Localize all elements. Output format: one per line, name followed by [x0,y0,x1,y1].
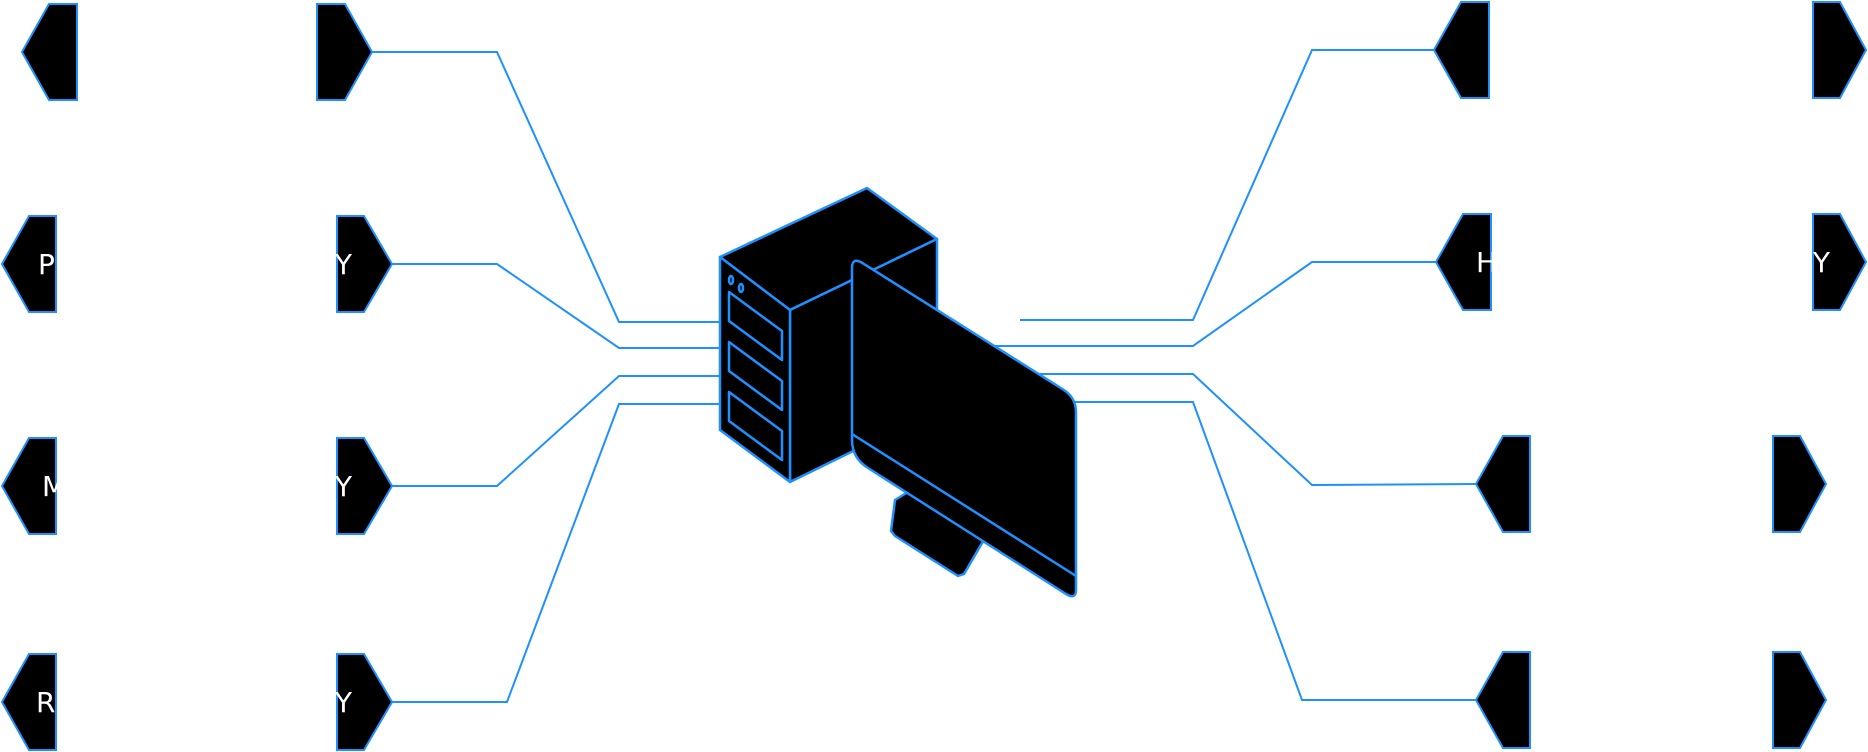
connector-left-4 [392,403,720,703]
node-right-cap [1772,651,1828,749]
node-left-cap [1432,1,1490,99]
drive-bay [727,340,784,412]
node-left-cap [20,3,78,101]
node-left-cap [1474,651,1531,749]
node-right-cap [1812,213,1868,311]
power-led-icon [727,274,735,286]
monitor-bezel [851,432,1077,578]
node-label-end: Y [334,470,353,503]
node-right-cap [1772,435,1828,533]
node-label-start: H [1476,246,1497,279]
connector-left-1 [372,51,720,323]
node-right-cap [336,653,394,751]
right-node-3[interactable] [1474,435,1828,533]
left-node-4[interactable]: R Y [0,653,394,751]
node-right-cap [336,437,394,535]
node-right-cap [1812,1,1868,99]
node-right-cap [316,3,374,101]
left-node-2[interactable]: P Y [0,215,394,313]
right-node-1[interactable] [1432,1,1868,99]
node-left-cap [0,215,57,313]
right-connectors [990,49,1477,701]
connector-right-1 [1020,49,1434,321]
connector-right-3 [1040,373,1477,487]
drive-bay [727,390,784,462]
desktop-computer-icon [718,186,1078,598]
node-left-cap [1474,435,1531,533]
power-led-icon [737,282,745,294]
left-node-3[interactable]: M Y [0,437,394,535]
right-node-4[interactable] [1474,651,1828,749]
node-left-cap [1434,213,1492,311]
drive-bay [727,290,784,362]
monitor-frame [850,259,1078,598]
node-label-end: Y [334,248,353,281]
node-left-cap [0,437,57,535]
node-label-end: Y [1812,246,1831,279]
left-node-1[interactable] [20,3,374,101]
left-connectors [372,51,720,703]
connector-right-2 [990,261,1436,347]
node-left-cap [0,653,57,751]
node-label-start: P [38,248,55,281]
node-label-start: M [42,470,66,503]
node-right-cap [336,215,394,313]
right-node-2[interactable]: H Y [1434,213,1868,311]
connector-right-4 [1040,401,1476,701]
connector-left-2 [392,263,720,349]
connector-left-3 [392,375,720,487]
node-label-start: R [36,686,55,719]
node-label-end: Y [334,686,353,719]
